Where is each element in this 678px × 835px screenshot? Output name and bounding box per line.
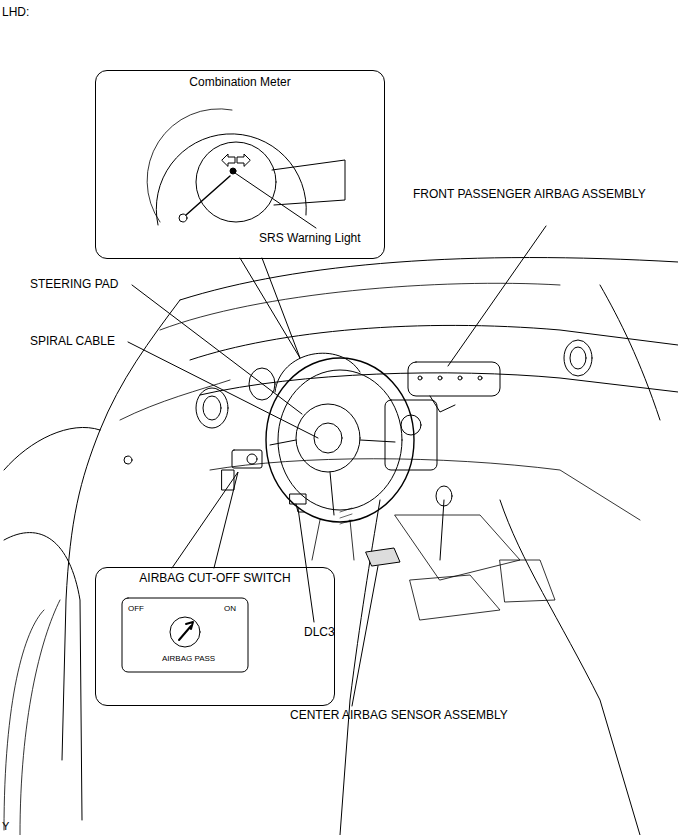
part-label: DLC3 [304, 626, 335, 640]
callout-box: Combination MeterSRS Warning Light [95, 70, 385, 259]
callout-box: AIRBAG CUT-OFF SWITCH OFF ON AIRBAG PASS [95, 567, 335, 706]
part-label: FRONT PASSENGER AIRBAG ASSEMBLY [413, 188, 646, 202]
switch-marking: SRS Warning Light [259, 232, 361, 246]
part-label: SPIRAL CABLE [30, 335, 115, 349]
box-heading: Combination Meter [96, 76, 384, 90]
switch-marking: ON [224, 604, 236, 613]
part-label: CENTER AIRBAG SENSOR ASSEMBLY [290, 709, 508, 723]
switch-marking: AIRBAG PASS [162, 654, 215, 663]
box-heading: AIRBAG CUT-OFF SWITCH [96, 572, 334, 586]
part-label: Y [2, 820, 9, 833]
part-label: LHD: [2, 6, 29, 20]
part-label: STEERING PAD [30, 278, 118, 292]
switch-marking: OFF [128, 604, 144, 613]
